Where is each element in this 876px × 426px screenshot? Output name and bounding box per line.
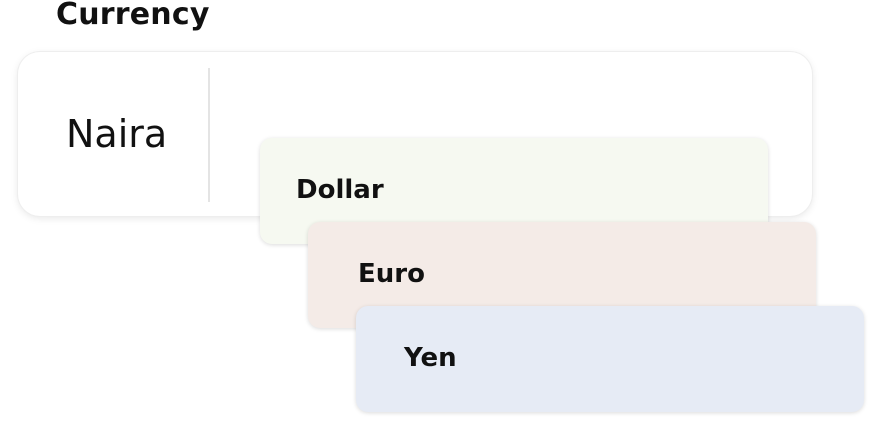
selected-currency: Naira bbox=[66, 112, 168, 156]
option-yen[interactable]: Yen bbox=[356, 306, 864, 412]
currency-label: Currency bbox=[56, 0, 210, 32]
option-euro-label: Euro bbox=[358, 259, 425, 289]
select-divider bbox=[208, 68, 210, 202]
option-dollar-label: Dollar bbox=[296, 175, 384, 205]
option-yen-label: Yen bbox=[404, 343, 457, 373]
